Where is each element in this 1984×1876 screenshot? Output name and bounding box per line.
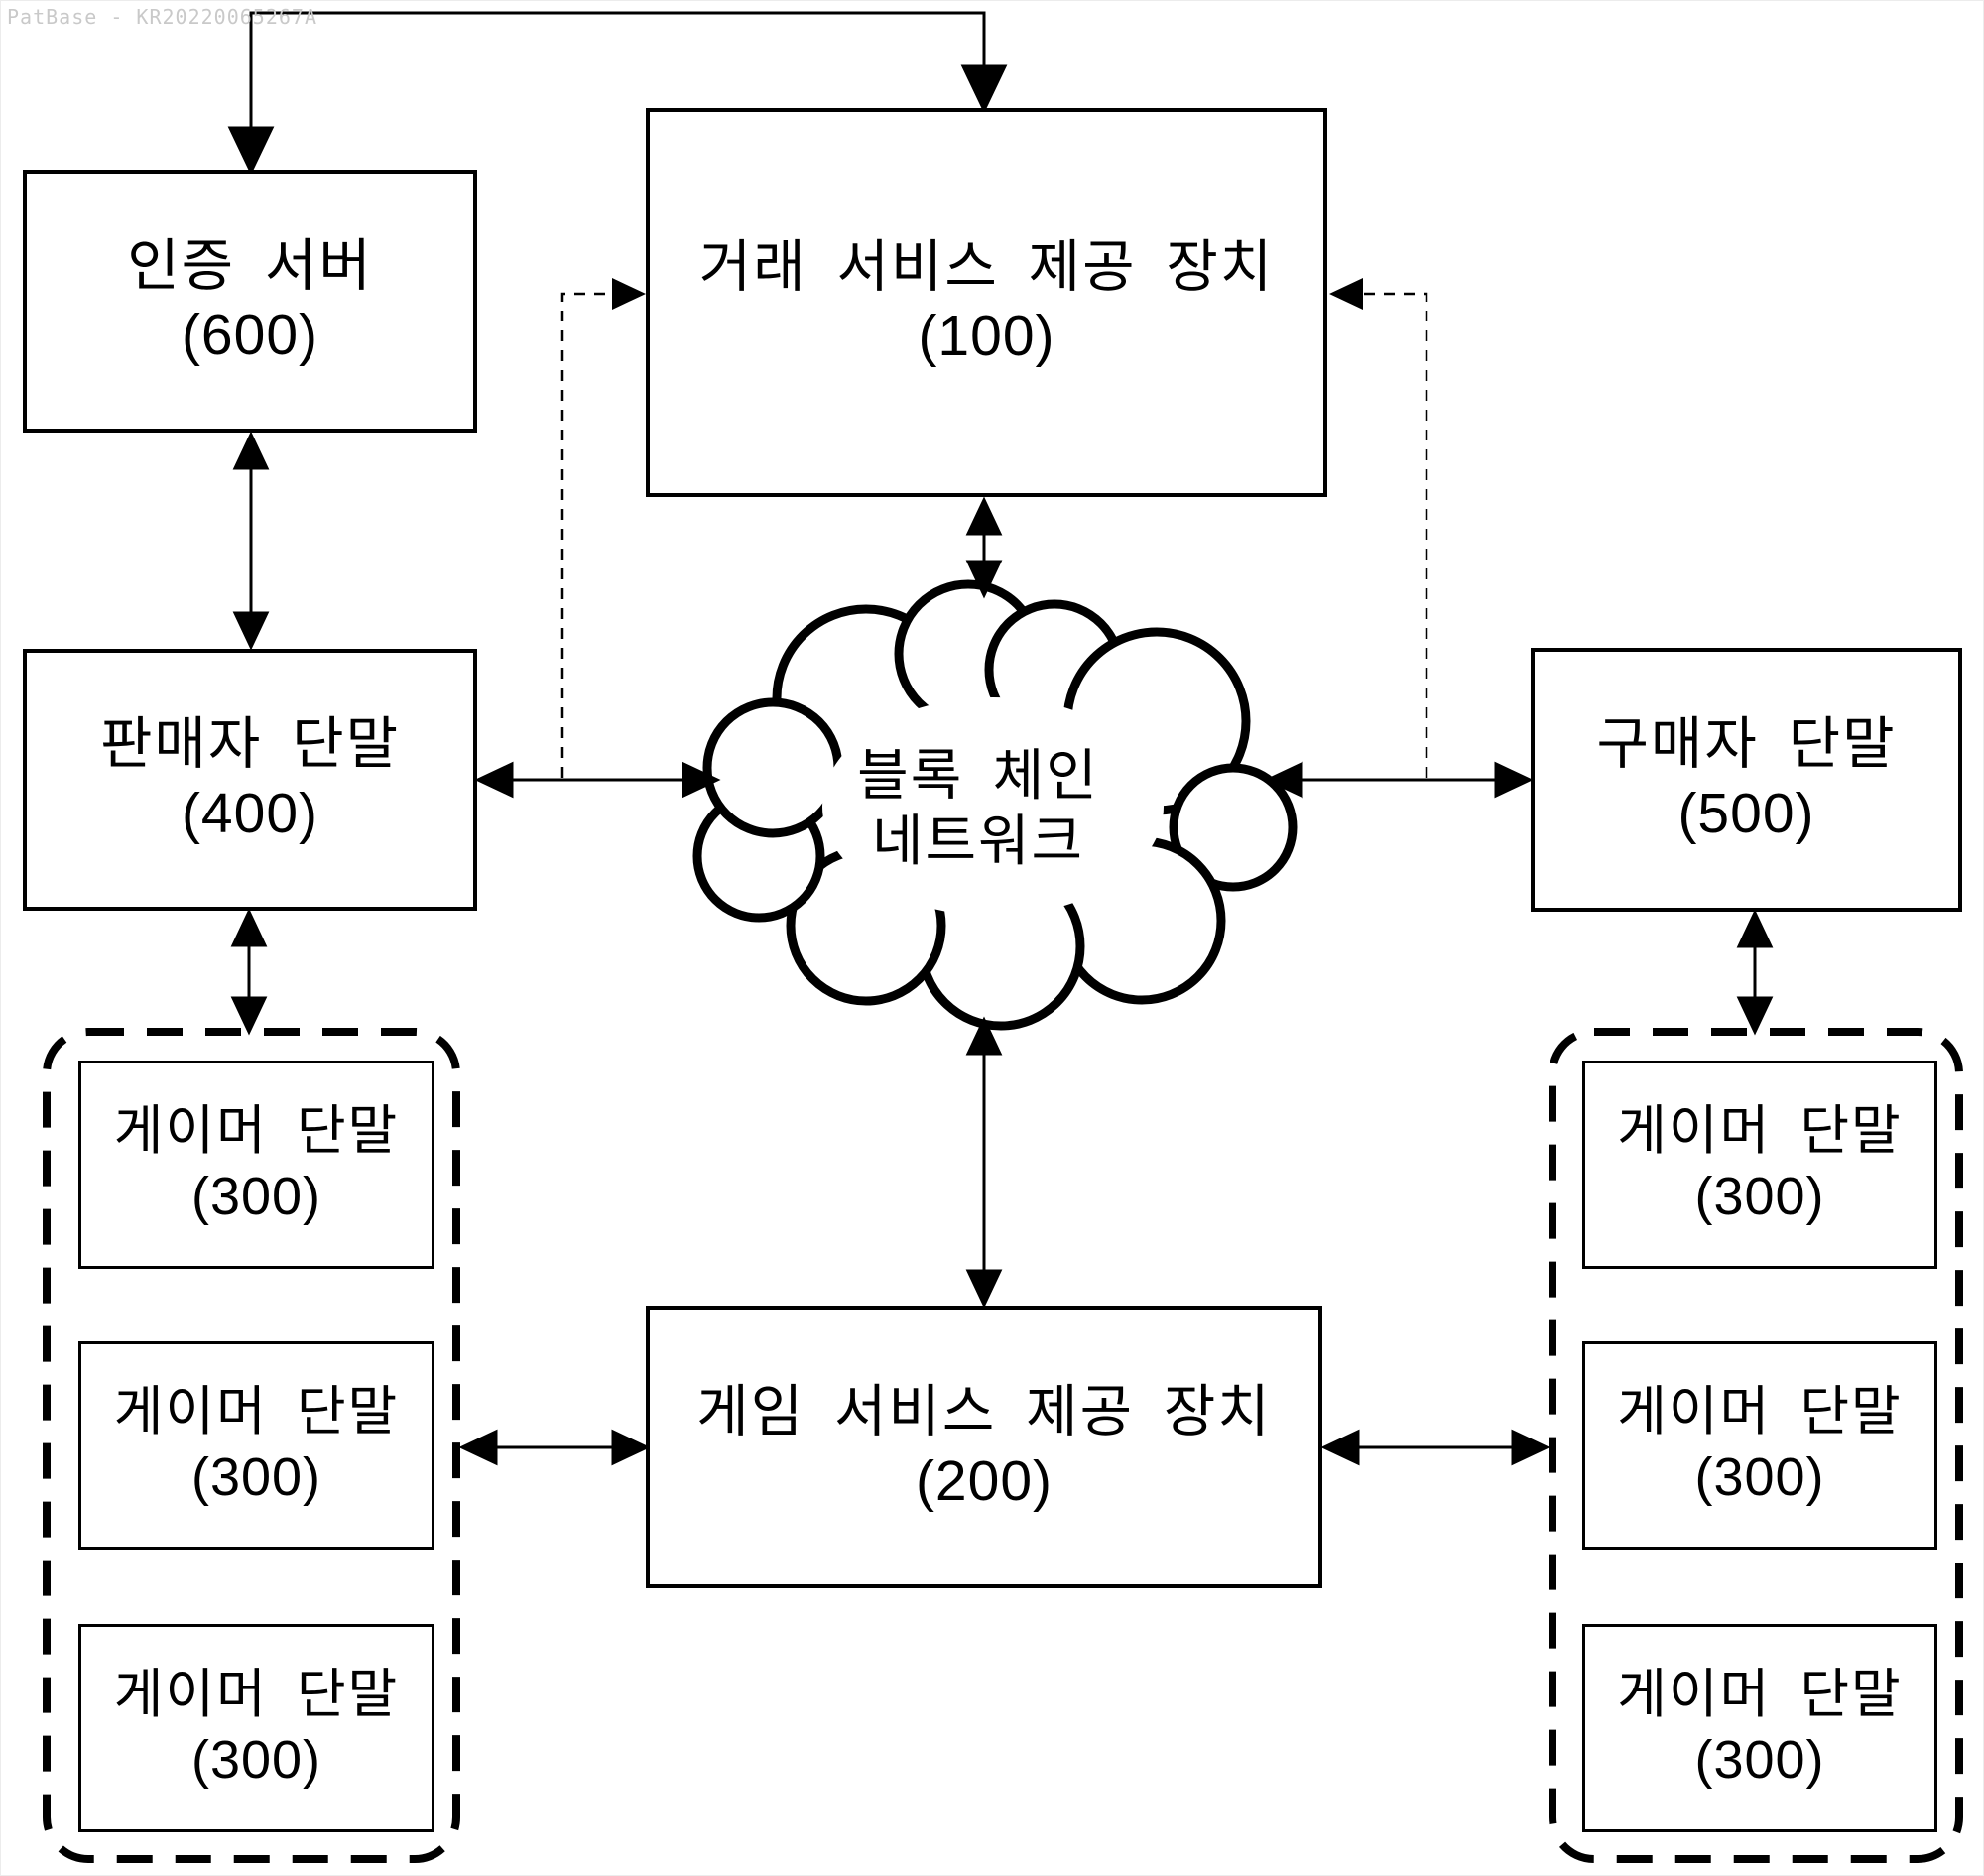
- gamer-terminal-ref: (300): [190, 1447, 322, 1507]
- arrowhead-into-trade-top: [960, 64, 1008, 114]
- dashed-link-buyer-trade: [1362, 292, 1428, 778]
- blockchain-network-line2: 네트워크: [871, 810, 1085, 873]
- gamer-terminal-label: 게이머 단말: [1617, 1665, 1903, 1725]
- buyer-terminal-node: 구매자 단말 (500): [1531, 648, 1962, 912]
- game-service-node: 게임 서비스 제공 장치 (200): [646, 1306, 1322, 1588]
- trade-service-node: 거래 서비스 제공 장치 (100): [646, 108, 1327, 497]
- buyer-terminal-ref: (500): [1677, 782, 1815, 845]
- dashed-arrowhead-into-trade-left: [612, 278, 646, 310]
- solid-connectors: [227, 11, 1774, 1466]
- left-gamer-group-border: [43, 1028, 460, 1863]
- blockchain-cloud: [692, 579, 1298, 1031]
- patbase-watermark: PatBase - KR20220065267A: [7, 5, 317, 29]
- gamer-group-borders: [43, 1028, 1963, 1863]
- gamer-terminal-label: 게이머 단말: [113, 1101, 400, 1162]
- gamer-terminal-label: 게이머 단말: [1617, 1101, 1903, 1162]
- gamer-terminal-ref: (300): [1694, 1730, 1825, 1790]
- arrowhead-into-auth-top: [227, 126, 275, 176]
- dashed-link-seller-trade: [560, 292, 610, 778]
- gamer-terminal-node: 게이머 단말 (300): [78, 1341, 434, 1550]
- right-gamer-group-border: [1549, 1028, 1963, 1863]
- blockchain-network-label: 블록 체인 네트워크: [780, 743, 1177, 874]
- dashed-links: [560, 292, 1428, 778]
- gamer-terminal-label: 게이머 단말: [113, 1665, 400, 1725]
- gamer-terminal-node: 게이머 단말 (300): [78, 1061, 434, 1269]
- game-service-label: 게임 서비스 제공 장치: [696, 1379, 1272, 1443]
- buyer-terminal-label: 구매자 단말: [1596, 712, 1897, 777]
- gamer-terminal-label: 게이머 단말: [1617, 1382, 1903, 1442]
- trade-service-label: 거래 서비스 제공 장치: [698, 235, 1275, 300]
- trade-service-ref: (100): [918, 305, 1055, 368]
- seller-terminal-label: 판매자 단말: [99, 712, 401, 777]
- connector-auth-trade-topline: [249, 11, 986, 140]
- gamer-terminal-node: 게이머 단말 (300): [1582, 1624, 1937, 1832]
- gamer-terminal-node: 게이머 단말 (300): [1582, 1341, 1937, 1550]
- seller-terminal-node: 판매자 단말 (400): [23, 649, 477, 911]
- gamer-terminal-node: 게이머 단말 (300): [78, 1624, 434, 1832]
- seller-terminal-ref: (400): [181, 782, 319, 845]
- gamer-terminal-ref: (300): [1694, 1167, 1825, 1226]
- gamer-terminal-ref: (300): [190, 1167, 322, 1226]
- auth-server-ref: (600): [181, 303, 319, 367]
- dashed-arrowhead-into-trade-right: [1329, 278, 1363, 310]
- gamer-terminal-node: 게이머 단말 (300): [1582, 1061, 1937, 1269]
- gamer-terminal-ref: (300): [190, 1730, 322, 1790]
- auth-server-node: 인증 서버 (600): [23, 170, 477, 433]
- blockchain-network-line1: 블록 체인: [857, 744, 1099, 807]
- gamer-terminal-ref: (300): [1694, 1447, 1825, 1507]
- auth-server-label: 인증 서버: [127, 233, 373, 298]
- gamer-terminal-label: 게이머 단말: [113, 1382, 400, 1442]
- game-service-ref: (200): [915, 1448, 1054, 1513]
